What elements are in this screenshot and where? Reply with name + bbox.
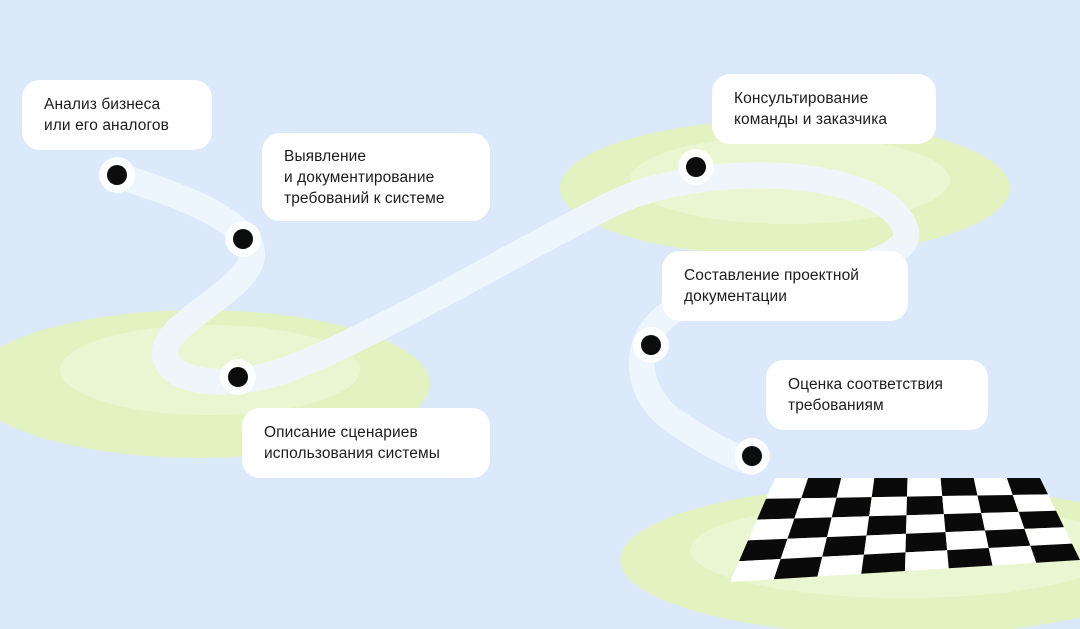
marker-1 [107,165,127,185]
checker-square [988,545,1037,566]
step-card-requirements: Выявление и документирование требований … [262,133,490,221]
checker-square [836,478,875,498]
checkerboard [730,478,1080,582]
checker-square [766,478,809,499]
checker-square [831,497,872,518]
step-label-6: Оценка соответствия требованиям [788,376,944,414]
checker-square [1030,543,1080,563]
checker-square [827,516,870,538]
step-label-2: Выявление и документирование требований … [284,147,445,207]
checker-square [748,518,795,541]
checker-square [1006,478,1048,495]
checker-square [973,478,1013,496]
checker-square [794,497,837,519]
checker-square [981,511,1025,531]
step-markers [99,149,770,474]
checker-square [940,478,978,497]
checker-square [906,496,944,516]
step-label-3: Описание сценариев использования системы [264,424,440,462]
step-card-use-cases: Описание сценариев использования системы [242,408,490,478]
step-label-4: Консультирование команды и заказчика [734,90,888,128]
checker-square [905,550,949,571]
checker-square [943,513,985,533]
checker-square [942,495,982,515]
checker-square [861,552,906,574]
checker-square [863,533,906,555]
step-card-business-analysis: Анализ бизнеса или его аналогов [22,80,212,150]
step-card-compliance: Оценка соответствия требованиям [766,360,988,430]
checker-square [822,535,867,557]
step-card-consulting: Консультирование команды и заказчика [712,74,936,144]
checker-square [866,515,907,536]
marker-4 [686,157,706,177]
marker-2 [233,229,253,249]
checker-square [906,514,946,534]
checker-square [985,528,1031,548]
checker-square [945,530,989,551]
checker-square [1024,527,1072,546]
checker-square [869,496,907,517]
step-card-project-docs: Составление проектной документации [662,251,908,321]
step-label-1: Анализ бизнеса или его аналогов [44,96,169,134]
step-label-5: Составление проектной документации [684,267,860,305]
checker-square [739,538,788,562]
checker-square [1012,494,1056,512]
marker-5 [641,335,661,355]
checker-square [977,494,1019,513]
checker-square [787,517,832,539]
checker-square [905,532,948,553]
checker-square [757,498,802,520]
checker-square [780,537,827,559]
checker-square [907,478,943,497]
checker-square [730,559,781,582]
checker-square [817,554,864,577]
checker-square [871,478,908,498]
checker-square [773,556,823,580]
marker-6 [742,446,762,466]
checker-square [947,548,993,569]
marker-3 [228,367,248,387]
checker-square [801,478,842,499]
checker-square [1018,510,1064,529]
